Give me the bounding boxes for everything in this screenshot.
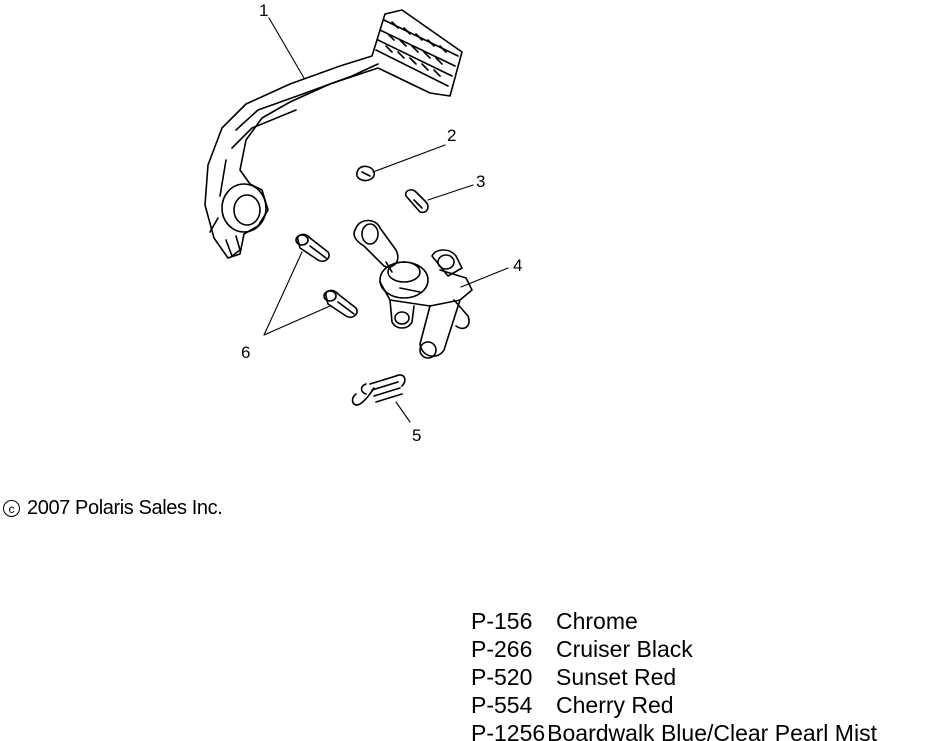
callout-5: 5 [412, 426, 422, 445]
color-name: Boardwalk Blue/Clear Pearl Mist [547, 720, 877, 741]
color-code: P-1256 [471, 720, 546, 741]
leader-line-2 [372, 144, 446, 173]
leader-line-6a [263, 251, 303, 336]
color-code-row: P-554 Cherry Red [471, 691, 877, 719]
leader-line-1 [268, 17, 305, 79]
color-code-list: P-156 Chrome P-266 Cruiser Black P-520 S… [471, 607, 877, 741]
leader-line-5 [395, 401, 411, 423]
color-code-row: P-520 Sunset Red [471, 663, 877, 691]
bolt-parts [295, 233, 358, 319]
color-code: P-266 [471, 636, 533, 662]
callout-4: 4 [513, 256, 523, 275]
leader-line-3 [427, 184, 474, 201]
callout-3: 3 [476, 172, 486, 191]
clevis-pin-part [404, 189, 429, 214]
color-code: P-156 [471, 608, 533, 634]
leader-line-6b [263, 305, 331, 336]
brake-pedal-part [204, 9, 463, 259]
callout-6: 6 [241, 343, 251, 362]
color-name: Cruiser Black [556, 636, 693, 662]
copyright-text: 2007 Polaris Sales Inc. [27, 497, 223, 519]
color-code: P-554 [471, 692, 533, 718]
color-code: P-520 [471, 664, 533, 690]
leader-line-4 [460, 267, 509, 288]
color-code-row: P-266 Cruiser Black [471, 635, 877, 663]
callout-2: 2 [447, 126, 457, 145]
callout-1: 1 [259, 1, 269, 20]
color-name: Cherry Red [556, 692, 674, 718]
color-name: Sunset Red [556, 664, 677, 690]
color-code-row: P-1256 Boardwalk Blue/Clear Pearl Mist [471, 719, 877, 741]
spring-part [351, 374, 406, 406]
color-code-row: P-156 Chrome [471, 607, 877, 635]
leader-lines [263, 17, 509, 423]
master-cylinder-part [353, 219, 473, 359]
copyright-notice: c 2007 Polaris Sales Inc. [3, 497, 223, 520]
clip-part [356, 165, 376, 182]
copyright-symbol: c [3, 500, 20, 517]
color-name: Chrome [556, 608, 638, 634]
